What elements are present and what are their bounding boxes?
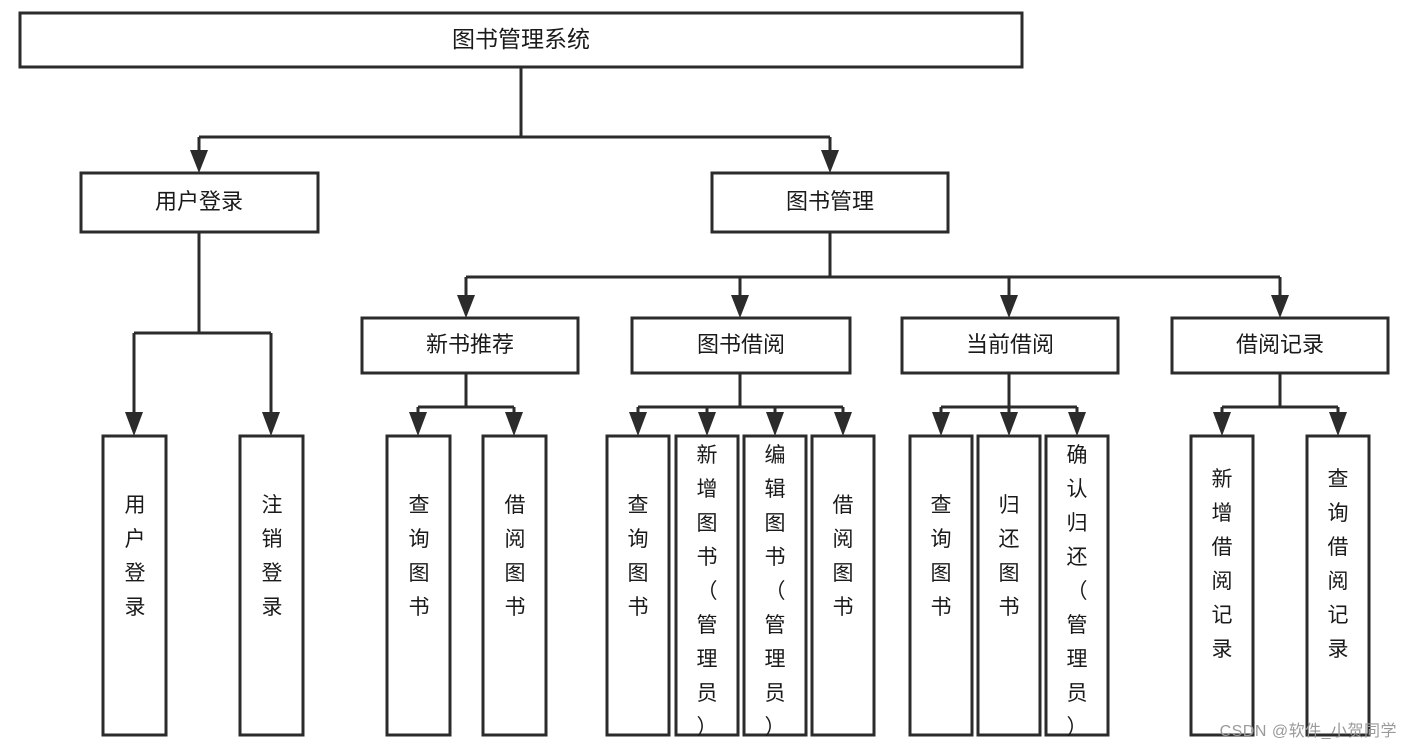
node-leaf-add-record[interactable]: 新增借阅记录 (1189, 434, 1255, 737)
node-new-book-recommend-label: 新书推荐 (426, 332, 514, 357)
arrowhead-book-manage (821, 150, 839, 173)
node-leaf-user-login-label: 用户登录 (125, 494, 146, 619)
arrowhead-leaf-borrow-book-1 (505, 412, 523, 436)
node-current-borrow-box[interactable] (900, 316, 1120, 375)
node-leaf-user-logout-box[interactable] (238, 434, 305, 737)
node-leaf-query-record-label: 查询借阅记录 (1328, 468, 1349, 661)
arrowhead-leaf-add-record (1213, 412, 1231, 436)
arrowhead-leaf-query-book-1 (409, 412, 427, 436)
node-leaf-add-book[interactable]: 新增图书（管理员） (674, 434, 740, 739)
node-user-login-label: 用户登录 (155, 189, 243, 214)
arrowhead-leaf-user-logout (262, 412, 280, 436)
node-leaf-confirm-return[interactable]: 确认归还（管理员） (1044, 434, 1110, 739)
node-leaf-query-book-3-label: 查询图书 (931, 494, 952, 619)
node-book-borrow-box[interactable] (630, 316, 852, 375)
node-leaf-edit-book[interactable]: 编辑图书（管理员） (742, 434, 808, 739)
node-leaf-user-logout-label: 注销登录 (262, 494, 283, 619)
node-leaf-return-book-box[interactable] (976, 434, 1042, 737)
arrowhead-current-borrow (1000, 295, 1018, 318)
csdn-watermark: CSDN @软件_小贺同学 (1219, 723, 1397, 740)
connector-layer (125, 67, 1347, 436)
node-leaf-return-book[interactable]: 归还图书 (976, 434, 1042, 737)
node-leaf-borrow-book-2-label: 借阅图书 (833, 494, 854, 619)
node-leaf-return-book-label: 归还图书 (999, 494, 1020, 619)
arrowhead-book-borrow (731, 295, 749, 318)
arrowhead-borrow-record (1271, 295, 1289, 318)
node-leaf-user-login[interactable]: 用户登录 (101, 434, 168, 737)
node-book-manage-box[interactable] (710, 171, 950, 234)
node-book-manage-label: 图书管理 (786, 189, 874, 214)
node-leaf-query-book-3[interactable]: 查询图书 (908, 434, 974, 737)
arrowhead-leaf-user-login (125, 412, 143, 436)
node-leaf-borrow-book-2-box[interactable] (810, 434, 876, 737)
arrowhead-leaf-add-book (698, 412, 716, 436)
arrowhead-leaf-query-book-2 (629, 412, 647, 436)
node-leaf-edit-book-label: 编辑图书（管理员） (765, 444, 786, 739)
node-leaf-borrow-book-1-label: 借阅图书 (505, 494, 526, 619)
node-leaf-add-book-box[interactable] (674, 434, 740, 737)
arrowhead-leaf-query-record (1329, 412, 1347, 436)
node-leaf-query-book-2-label: 查询图书 (628, 494, 649, 619)
node-leaf-confirm-return-box[interactable] (1044, 434, 1110, 737)
node-leaf-query-record[interactable]: 查询借阅记录 (1305, 434, 1371, 737)
arrowhead-new-book-recommend (457, 295, 475, 318)
node-leaf-confirm-return-label: 确认归还（管理员） (1067, 444, 1088, 739)
node-borrow-record[interactable]: 借阅记录 (1170, 316, 1390, 375)
node-leaf-query-book-2[interactable]: 查询图书 (605, 434, 671, 737)
node-leaf-query-book-1-box[interactable] (385, 434, 452, 737)
arrowhead-leaf-query-book-3 (932, 412, 950, 436)
node-new-book-recommend[interactable]: 新书推荐 (360, 316, 580, 375)
node-leaf-add-book-label: 新增图书（管理员） (697, 444, 718, 739)
arrowhead-user-login (190, 150, 208, 173)
node-book-borrow-label: 图书借阅 (697, 332, 785, 357)
node-leaf-user-logout[interactable]: 注销登录 (238, 434, 305, 737)
node-leaf-borrow-book-1-box[interactable] (481, 434, 548, 737)
node-leaf-query-book-2-box[interactable] (605, 434, 671, 737)
node-leaf-user-login-box[interactable] (101, 434, 168, 737)
node-leaf-query-book-3-box[interactable] (908, 434, 974, 737)
node-leaf-query-book-1-label: 查询图书 (409, 494, 430, 619)
node-new-book-recommend-box[interactable] (360, 316, 580, 375)
node-borrow-record-label: 借阅记录 (1236, 332, 1324, 357)
node-leaf-query-record-box[interactable] (1305, 434, 1371, 737)
node-leaf-borrow-book-1[interactable]: 借阅图书 (481, 434, 548, 737)
node-leaf-add-record-box[interactable] (1189, 434, 1255, 737)
node-user-login[interactable]: 用户登录 (79, 171, 320, 234)
node-leaf-add-record-label: 新增借阅记录 (1212, 468, 1233, 661)
node-current-borrow[interactable]: 当前借阅 (900, 316, 1120, 375)
arrowhead-leaf-edit-book (766, 412, 784, 436)
node-user-login-box[interactable] (79, 171, 320, 234)
node-root-box[interactable] (18, 11, 1024, 69)
arrowhead-leaf-borrow-book-2 (834, 412, 852, 436)
node-book-borrow[interactable]: 图书借阅 (630, 316, 852, 375)
node-current-borrow-label: 当前借阅 (966, 332, 1054, 357)
node-leaf-edit-book-box[interactable] (742, 434, 808, 737)
node-root[interactable]: 图书管理系统 (18, 11, 1024, 69)
node-leaf-query-book-1[interactable]: 查询图书 (385, 434, 452, 737)
node-book-manage[interactable]: 图书管理 (710, 171, 950, 234)
arrowhead-leaf-confirm-return (1068, 412, 1086, 436)
arrowhead-leaf-return-book (1000, 412, 1018, 436)
node-borrow-record-box[interactable] (1170, 316, 1390, 375)
node-leaf-borrow-book-2[interactable]: 借阅图书 (810, 434, 876, 737)
node-root-label: 图书管理系统 (452, 26, 590, 52)
